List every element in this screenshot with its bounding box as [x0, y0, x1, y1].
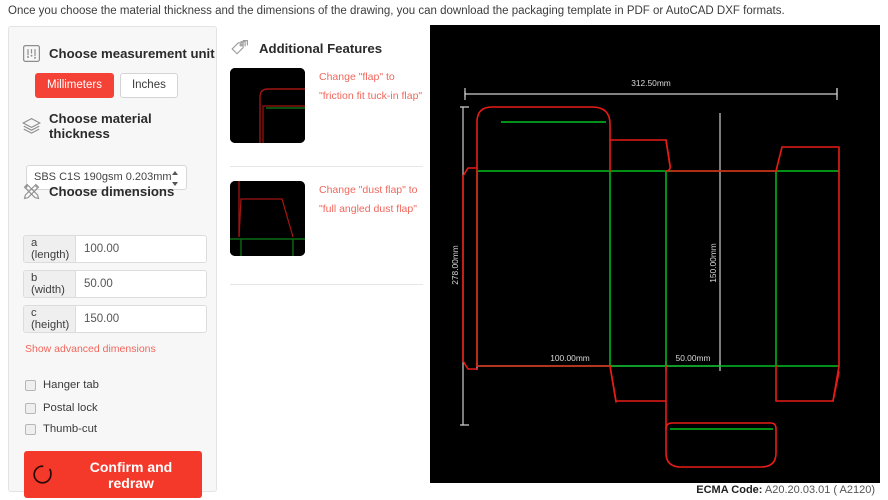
ruler-sliders-icon — [21, 43, 42, 64]
dieline-drawing-canvas[interactable]: 312.50mm 278.00mm 150.00mm 100.00mm 50.0… — [430, 25, 880, 483]
dimension-label-panel-height: 150.00mm — [708, 243, 718, 283]
dieline-svg: 312.50mm 278.00mm 150.00mm 100.00mm 50.0… — [430, 25, 880, 483]
dimensions-section-header: Choose dimensions — [21, 181, 174, 202]
ecma-code: ECMA Code: A20.20.03.01 ( A2120) — [430, 484, 880, 496]
additional-features-header: Additional Features — [230, 26, 423, 59]
checkbox-thumb-cut[interactable] — [25, 423, 36, 435]
dimension-label-a: a (length) — [24, 236, 76, 262]
dimension-row-height: c (height) mm — [23, 305, 207, 333]
dimensions-title: Choose dimensions — [49, 184, 175, 199]
cut-lines — [462, 106, 840, 468]
checkbox-row-postal-lock[interactable]: Postal lock — [25, 402, 98, 414]
dimension-input-c[interactable] — [76, 306, 206, 332]
dust-flap-thumbnail[interactable] — [230, 181, 305, 256]
dimension-label-overall-height: 278.00mm — [450, 245, 460, 285]
ecma-code-label: ECMA Code: — [696, 484, 763, 496]
feature-label-friction-fit-flap[interactable]: Change "flap" to "friction fit tuck-in f… — [319, 71, 423, 103]
checkbox-label-hanger-tab: Hanger tab — [43, 379, 99, 391]
dimension-label-b: b (width) — [24, 271, 76, 297]
unit-button-millimeters[interactable]: Millimeters — [35, 73, 114, 98]
feature-divider-2 — [230, 284, 423, 285]
material-thickness-title: Choose material thickness — [49, 111, 152, 141]
confirm-and-redraw-button[interactable]: Confirm and redraw — [24, 451, 202, 498]
dimension-row-width: b (width) mm — [23, 270, 207, 298]
material-thickness-value: SBS C1S 190gsm 0.203mm — [34, 171, 172, 183]
checkbox-postal-lock[interactable] — [25, 402, 36, 414]
redraw-circle-icon — [30, 462, 55, 487]
canvas-background — [430, 25, 880, 483]
feature-item-full-angled-dust-flap[interactable]: Change "dust flap" to "full angled dust … — [230, 181, 423, 256]
checkbox-row-hanger-tab[interactable]: Hanger tab — [25, 379, 99, 391]
layers-icon — [21, 116, 42, 137]
checkbox-hanger-tab[interactable] — [25, 379, 36, 391]
material-thickness-select[interactable]: SBS C1S 190gsm 0.203mm — [26, 165, 187, 190]
feature-label-full-angled-dust-flap[interactable]: Change "dust flap" to "full angled dust … — [319, 184, 418, 216]
intro-text: Once you choose the material thickness a… — [8, 5, 785, 17]
material-thickness-section-header: Choose material thickness — [21, 111, 216, 141]
measurement-unit-title: Choose measurement unit — [49, 46, 215, 61]
dimension-label-overall-width: 312.50mm — [631, 78, 671, 88]
measurement-unit-section-header: Choose measurement unit — [21, 43, 215, 64]
checkbox-label-thumb-cut: Thumb-cut — [43, 423, 97, 435]
select-stepper-icon — [171, 171, 179, 186]
pencil-ruler-icon — [21, 181, 42, 202]
feature-divider-1 — [230, 166, 423, 167]
dimension-row-length: a (length) mm — [23, 235, 207, 263]
show-advanced-dimensions-link[interactable]: Show advanced dimensions — [25, 343, 156, 355]
dimension-label-c: c (height) — [24, 306, 76, 332]
flap-thumbnail[interactable] — [230, 68, 305, 143]
dimension-label-panel-a: 100.00mm — [550, 353, 590, 363]
feature-item-friction-fit-flap[interactable]: Change "flap" to "friction fit tuck-in f… — [230, 68, 423, 143]
checkbox-label-postal-lock: Postal lock — [43, 402, 98, 414]
additional-features-title: Additional Features — [259, 41, 383, 56]
dimension-input-a[interactable] — [76, 236, 206, 262]
config-panel: Choose measurement unit Millimeters Inch… — [8, 26, 217, 498]
tags-icon — [230, 38, 251, 59]
confirm-button-label: Confirm and redraw — [89, 458, 173, 491]
additional-features-panel: Additional Features Change "flap" to "fr… — [230, 26, 423, 492]
dimension-label-panel-b: 50.00mm — [676, 353, 711, 363]
dimension-input-b[interactable] — [76, 271, 206, 297]
ecma-code-value: A20.20.03.01 ( A2120) — [764, 484, 875, 496]
unit-button-inches[interactable]: Inches — [119, 73, 178, 98]
measurement-unit-toggle-group: Millimeters Inches — [35, 73, 178, 98]
checkbox-row-thumb-cut[interactable]: Thumb-cut — [25, 423, 97, 435]
